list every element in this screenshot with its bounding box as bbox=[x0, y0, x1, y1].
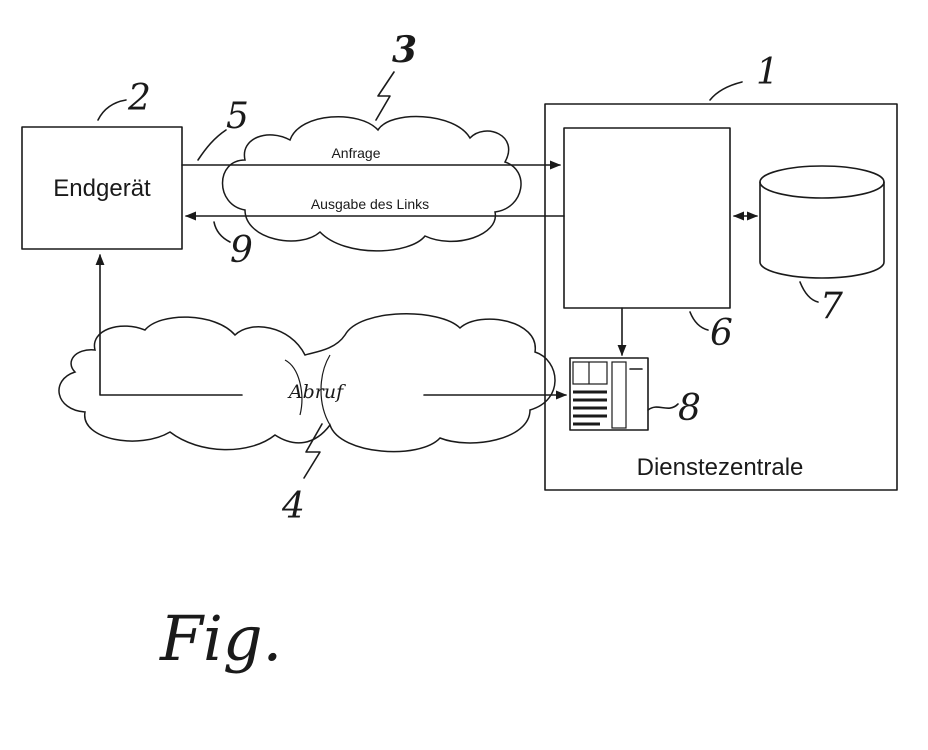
ref-9: 9 bbox=[230, 230, 253, 271]
request-label: Anfrage bbox=[331, 145, 380, 161]
terminal-label: Endgerät bbox=[53, 175, 151, 202]
service-center-label: Dienstezentrale bbox=[637, 454, 804, 481]
leader-1 bbox=[710, 82, 742, 100]
leader-7 bbox=[800, 282, 818, 302]
leader-8 bbox=[648, 404, 678, 410]
ref-6: 6 bbox=[710, 313, 733, 354]
leader-9 bbox=[214, 222, 230, 242]
leader-5 bbox=[198, 130, 226, 160]
ref-7: 7 bbox=[820, 286, 843, 327]
retrieval-label: Abruf bbox=[287, 381, 346, 403]
terminal-box: Endgerät bbox=[22, 127, 182, 249]
ref-2: 2 bbox=[127, 78, 151, 119]
response-label: Ausgabe des Links bbox=[311, 196, 429, 212]
leader-2 bbox=[98, 100, 126, 120]
server-box bbox=[564, 128, 730, 308]
ref-4: 4 bbox=[281, 486, 305, 527]
ref-5: 5 bbox=[226, 96, 249, 137]
ref-3: 3 bbox=[392, 29, 417, 71]
figure-caption: Fig. bbox=[159, 602, 282, 675]
service-center-box: Dienstezentrale bbox=[545, 104, 897, 490]
ref-1: 1 bbox=[756, 52, 779, 93]
ref-8: 8 bbox=[678, 388, 701, 429]
leader-6 bbox=[690, 312, 708, 330]
network-cloud-top bbox=[223, 117, 522, 251]
database-cylinder bbox=[760, 166, 884, 278]
printer-device-icon bbox=[570, 358, 648, 430]
leader-3 bbox=[376, 72, 394, 120]
